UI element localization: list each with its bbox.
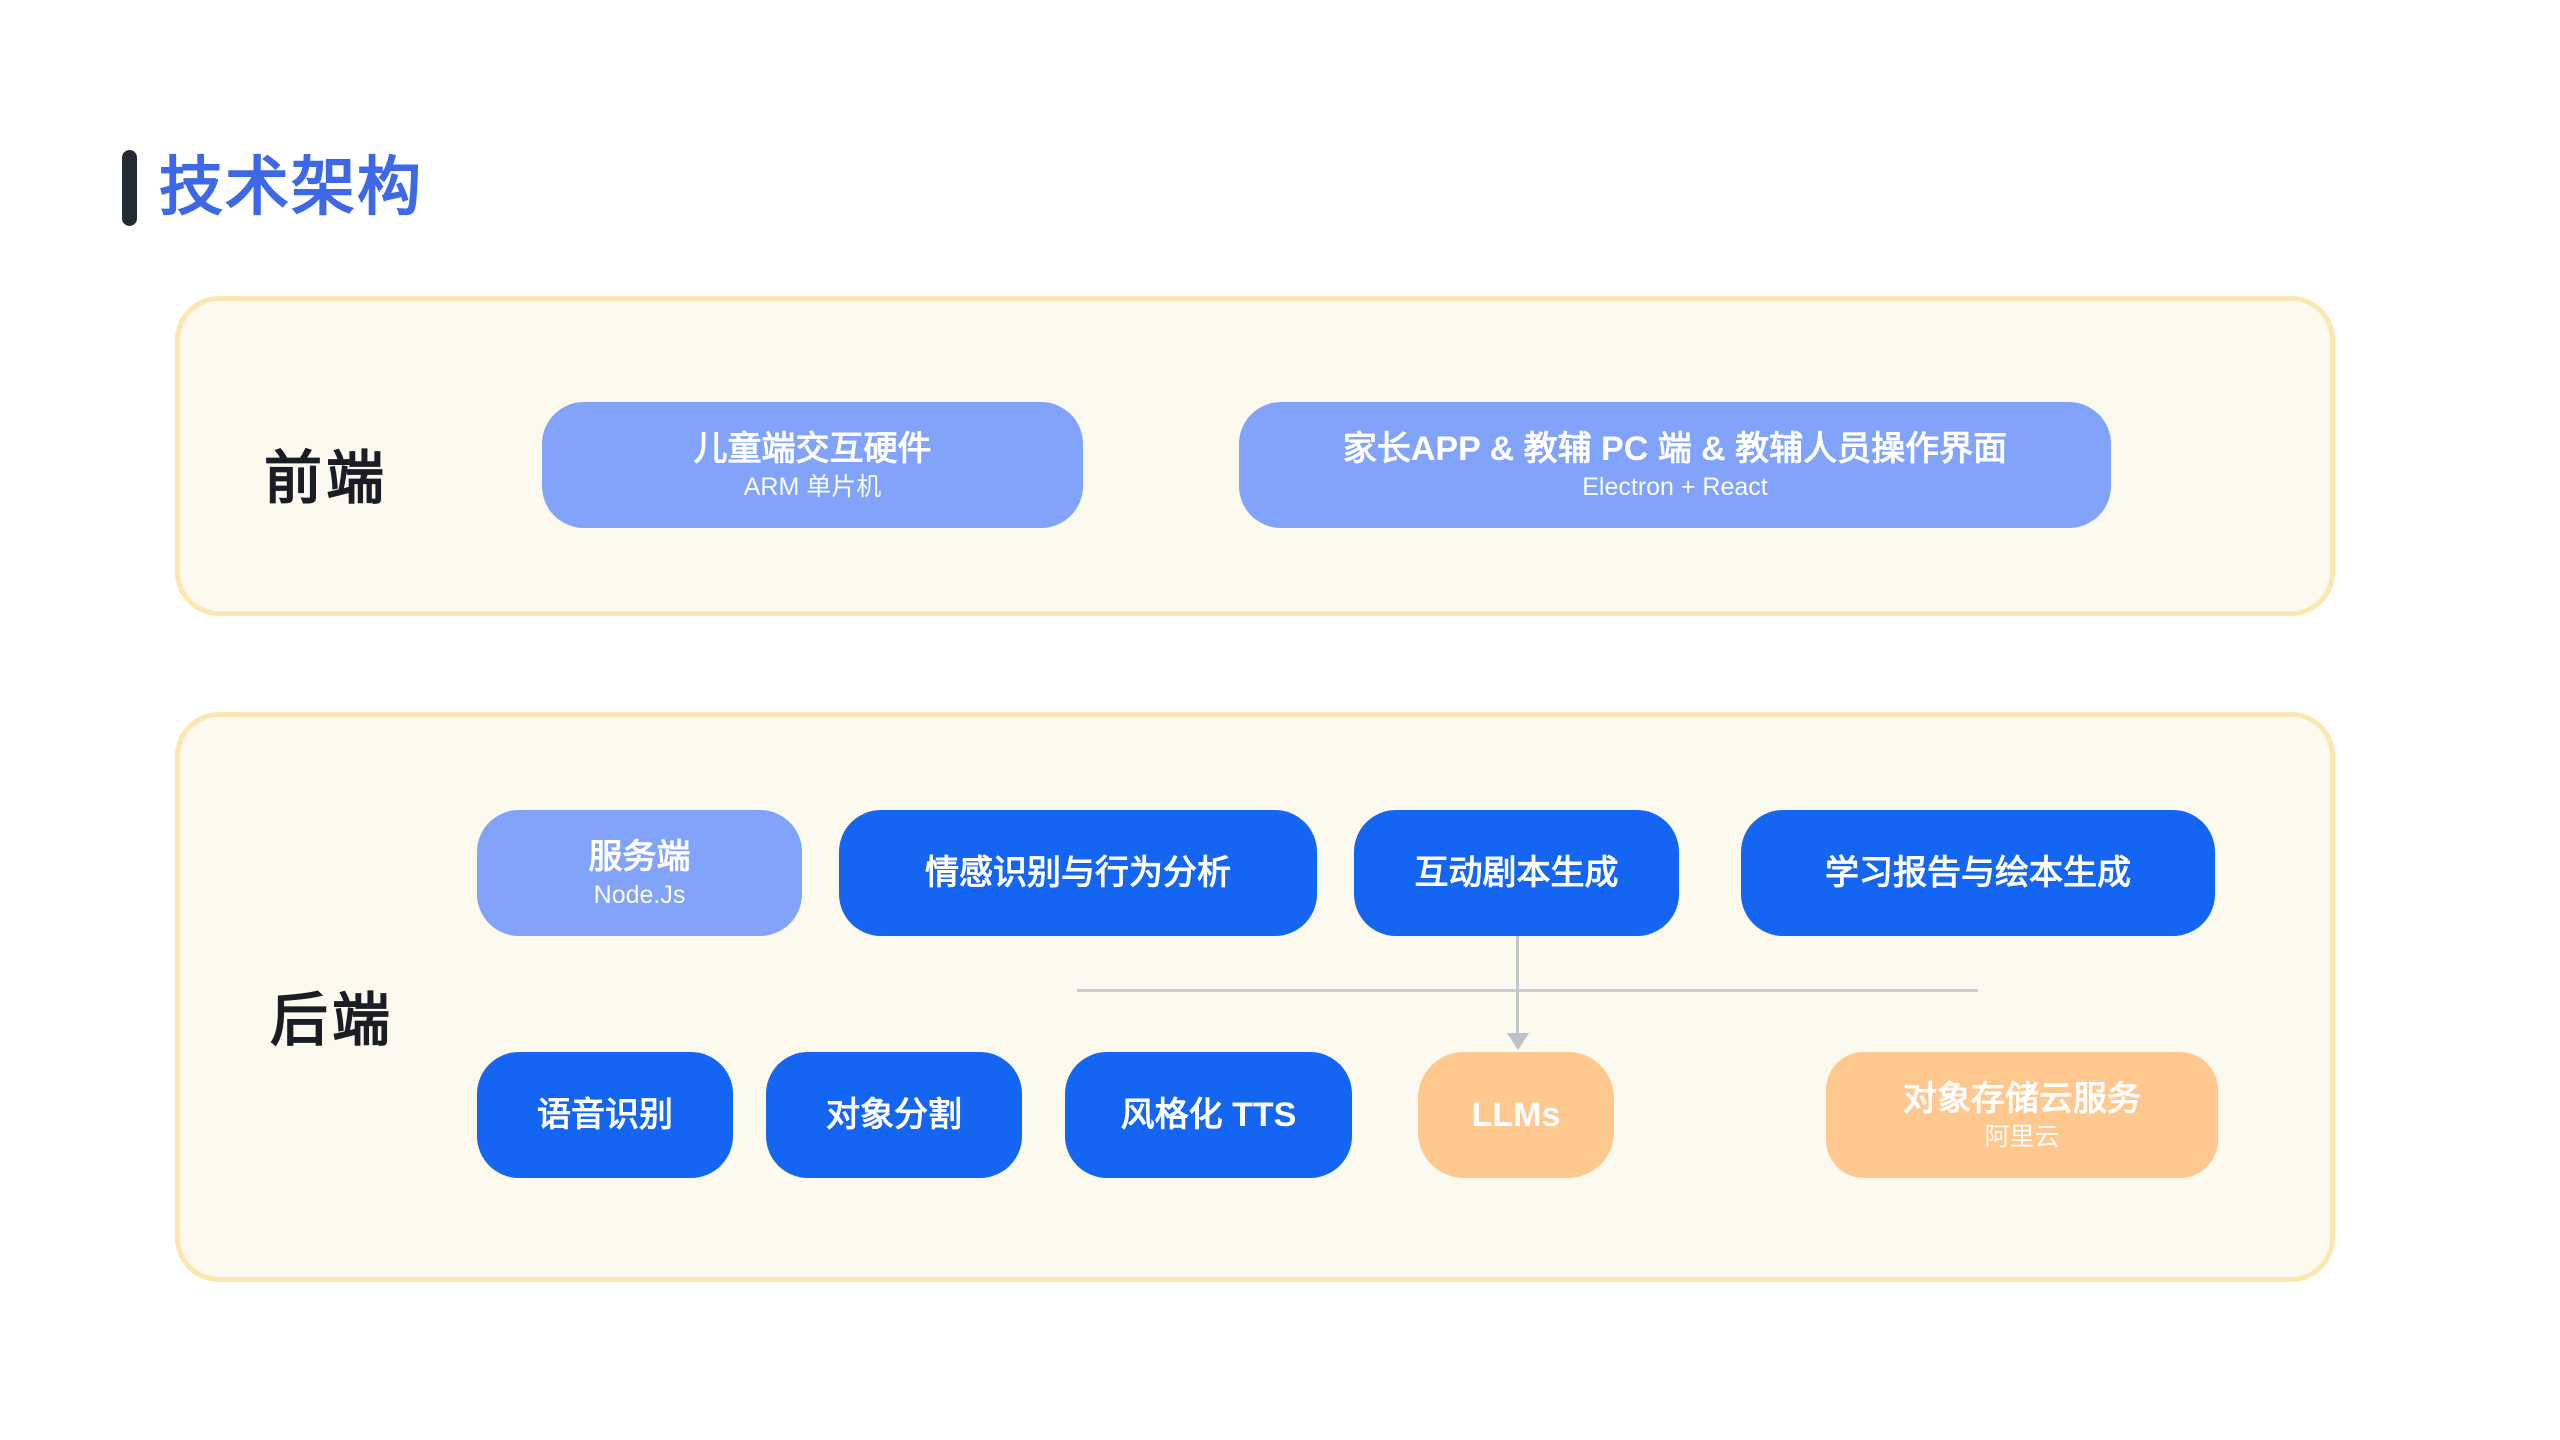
node-child-interactive-hardware: 儿童端交互硬件 ARM 单片机 — [542, 402, 1083, 528]
node-title: 语音识别 — [537, 1096, 673, 1134]
node-parent-app-tutor-ui: 家长APP & 教辅 PC 端 & 教辅人员操作界面 Electron + Re… — [1239, 402, 2111, 528]
page-header: 技术架构 — [122, 150, 423, 226]
node-subtitle: 阿里云 — [1984, 1122, 2060, 1151]
node-title: 服务端 — [588, 837, 691, 876]
backend-panel: 后端 服务端 Node.Js 情感识别与行为分析 互动剧本生成 学习报告与绘本生… — [175, 712, 2335, 1282]
frontend-panel: 前端 儿童端交互硬件 ARM 单片机 家长APP & 教辅 PC 端 & 教辅人… — [175, 296, 2335, 616]
node-title: 对象存储云服务 — [1903, 1079, 2141, 1118]
node-title: LLMs — [1471, 1096, 1561, 1134]
node-interactive-script-generation: 互动剧本生成 — [1354, 810, 1679, 936]
node-subtitle: Node.Js — [593, 880, 686, 909]
arrow-down-icon — [1507, 1033, 1529, 1050]
node-object-storage-cloud-service: 对象存储云服务 阿里云 — [1826, 1052, 2218, 1178]
node-stylized-tts: 风格化 TTS — [1065, 1052, 1352, 1178]
merge-stem-line — [1516, 936, 1519, 1034]
node-object-segmentation: 对象分割 — [766, 1052, 1022, 1178]
node-subtitle: Electron + React — [1582, 472, 1768, 501]
node-title: 学习报告与绘本生成 — [1825, 854, 2131, 892]
page-title: 技术架构 — [159, 152, 423, 223]
node-speech-recognition: 语音识别 — [477, 1052, 733, 1178]
node-title: 家长APP & 教辅 PC 端 & 教辅人员操作界面 — [1342, 429, 2008, 468]
node-emotion-behavior-analysis: 情感识别与行为分析 — [839, 810, 1317, 936]
backend-section-label: 后端 — [270, 988, 395, 1053]
node-llms: LLMs — [1418, 1052, 1614, 1178]
node-title: 儿童端交互硬件 — [693, 429, 932, 468]
node-title: 风格化 TTS — [1120, 1096, 1297, 1134]
node-title: 互动剧本生成 — [1414, 854, 1619, 892]
merge-bus-line — [1077, 989, 1978, 992]
node-server: 服务端 Node.Js — [477, 810, 802, 936]
node-report-picturebook-generation: 学习报告与绘本生成 — [1741, 810, 2215, 936]
node-title: 情感识别与行为分析 — [925, 854, 1231, 892]
node-title: 对象分割 — [826, 1096, 962, 1134]
frontend-section-label: 前端 — [264, 446, 389, 511]
node-subtitle: ARM 单片机 — [743, 472, 882, 501]
title-accent-bar — [122, 150, 137, 226]
